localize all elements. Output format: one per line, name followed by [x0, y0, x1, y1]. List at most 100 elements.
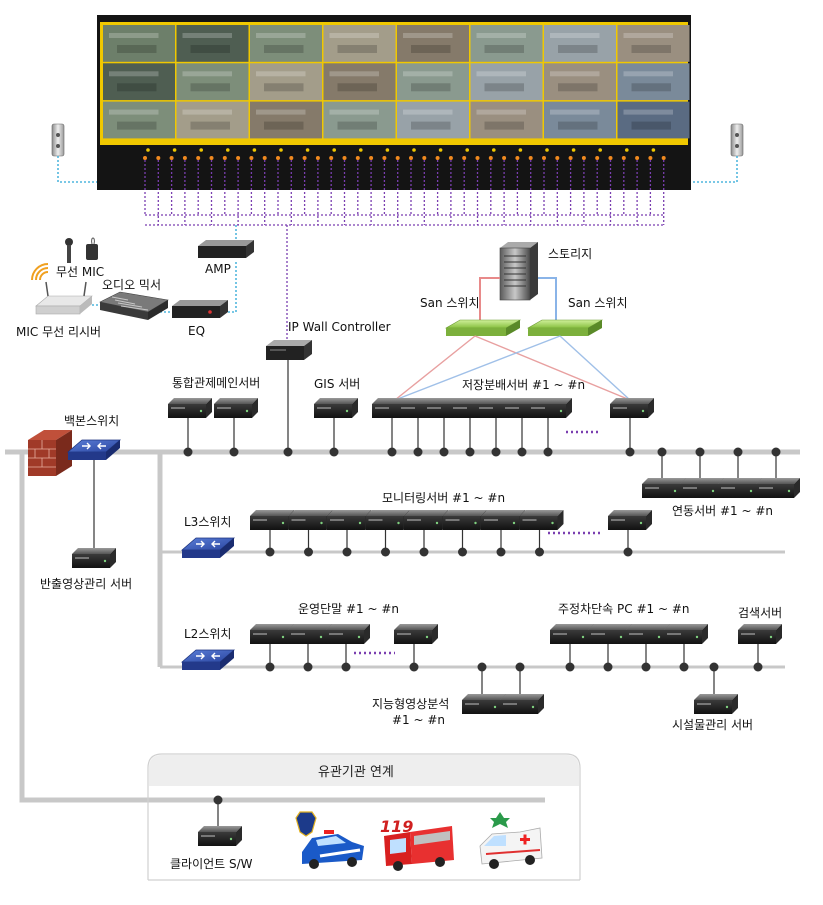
storage-dist-server-icon	[610, 398, 654, 418]
intelligent-analysis-server-icon	[500, 694, 544, 714]
video-wall-screen	[470, 25, 543, 62]
san-switch-left	[444, 319, 522, 336]
monitoring-server-label: 모니터링서버 #1 ~ #n	[382, 491, 505, 505]
ambulance-icon	[479, 812, 543, 869]
agency-title: 유관기관 연계	[318, 765, 394, 780]
video-wall-screen	[250, 101, 322, 139]
search-server-label: 검색서버	[738, 606, 782, 620]
video-wall-screen	[250, 25, 322, 62]
linkage-server-icon	[642, 478, 686, 498]
facility-server-label: 시설물관리 서버	[672, 718, 753, 732]
l3-switch-icon	[181, 537, 235, 559]
intelligent-analysis-label: 지능형영상분석	[372, 697, 449, 711]
integrated-main-server-icon	[168, 398, 212, 418]
video-wall-screen	[103, 63, 175, 101]
storage-tower-icon	[499, 242, 538, 301]
storage-label: 스토리지	[548, 247, 592, 261]
video-wall-screen	[544, 101, 616, 139]
wireless-mic-label: 무선 MIC	[56, 265, 104, 279]
storage-link	[479, 277, 500, 320]
video-wall-screen	[176, 63, 249, 101]
backbone-network	[5, 449, 800, 803]
search-server-icon	[738, 624, 782, 644]
firewall-icon	[28, 430, 72, 476]
l3-switch-label: L3스위치	[184, 515, 231, 529]
parking-pc-icon	[550, 624, 594, 644]
monitoring-server-icon	[608, 510, 652, 530]
agency-panel	[147, 753, 581, 881]
eq-device	[172, 300, 228, 318]
parking-pc-icon	[588, 624, 632, 644]
operation-terminal-icon	[394, 624, 438, 644]
san-fabric-links	[394, 335, 631, 401]
san-switch-left-label: San 스위치	[420, 296, 480, 310]
monitoring-server-icon	[250, 510, 294, 530]
intelligent-analysis-range-label: #1 ~ #n	[392, 713, 445, 727]
export-video-server-icon	[72, 548, 116, 568]
intelligent-analysis-server-icon	[462, 694, 506, 714]
video-wall-screen	[323, 25, 396, 62]
video-wall-screen	[323, 63, 396, 101]
parking-pc-label: 주정차단속 PC #1 ~ #n	[558, 602, 689, 616]
l2-switch-label: L2스위치	[184, 627, 231, 641]
audio-link	[57, 156, 738, 313]
video-wall-screen	[544, 25, 616, 62]
monitoring-server-icon	[327, 510, 371, 530]
audio-mixer-icon	[99, 291, 169, 320]
monitoring-server-icon	[365, 510, 410, 530]
video-wall	[97, 15, 691, 190]
client-sw-server-icon	[198, 826, 242, 846]
backbone-switch-label: 백본스위치	[64, 414, 119, 428]
video-wall-screen	[617, 25, 690, 62]
gis-server-label: GIS 서버	[314, 377, 360, 391]
video-wall-screen	[470, 101, 543, 139]
client-sw-label: 클라이언트 S/W	[170, 857, 253, 871]
speaker-icon	[51, 123, 65, 157]
backbone-switch-icon	[67, 439, 121, 461]
video-wall-screen	[617, 101, 690, 139]
operation-terminal-label: 운영단말 #1 ~ #n	[298, 602, 399, 616]
linkage-server-icon	[680, 478, 724, 498]
video-wall-screen	[103, 25, 175, 62]
monitoring-server-icon	[288, 510, 333, 530]
eq-label: EQ	[188, 324, 205, 338]
amp-device	[198, 240, 254, 258]
fire-truck-icon: 119	[380, 817, 454, 871]
export-video-server-label: 반출영상관리 서버	[40, 577, 132, 591]
storage-dist-server-icon	[528, 398, 572, 418]
san-switch-right-label: San 스위치	[568, 296, 628, 310]
operation-terminal-icon	[326, 624, 370, 644]
fire-badge: 119	[380, 817, 413, 836]
storage-link	[538, 277, 557, 320]
police-car-icon	[295, 811, 364, 869]
video-wall-screen	[397, 63, 469, 101]
etc-dots	[354, 430, 600, 655]
speaker-icon	[730, 123, 744, 157]
ip-wall-controller-icon	[266, 340, 312, 360]
video-wall-wiring	[144, 160, 665, 340]
video-wall-screen	[397, 101, 469, 139]
video-wall-screen	[176, 25, 249, 62]
bodypack-mic-icon	[86, 237, 98, 260]
video-wall-screen	[103, 101, 175, 139]
mic-receiver-label: MIC 무선 리시버	[16, 325, 101, 339]
operation-terminal-icon	[288, 624, 332, 644]
video-wall-screen	[397, 25, 469, 62]
wireless-receiver-icon	[31, 263, 93, 315]
facility-server-icon	[694, 694, 738, 714]
linkage-server-label: 연동서버 #1 ~ #n	[672, 504, 773, 518]
parking-pc-icon	[626, 624, 670, 644]
video-wall-screen	[544, 63, 616, 101]
microphone-icon	[65, 238, 73, 263]
gis-server-icon	[314, 398, 358, 418]
integrated-main-server-label: 통합관제메인서버	[172, 376, 260, 390]
video-wall-screen	[176, 101, 249, 139]
video-wall-screen	[617, 63, 690, 101]
linkage-server-icon	[756, 478, 800, 498]
san-switch-right	[526, 319, 604, 336]
parking-pc-icon	[664, 624, 708, 644]
audio-mixer-label: 오디오 믹서	[102, 278, 161, 292]
video-wall-screen	[470, 63, 543, 101]
linkage-server-icon	[718, 478, 762, 498]
